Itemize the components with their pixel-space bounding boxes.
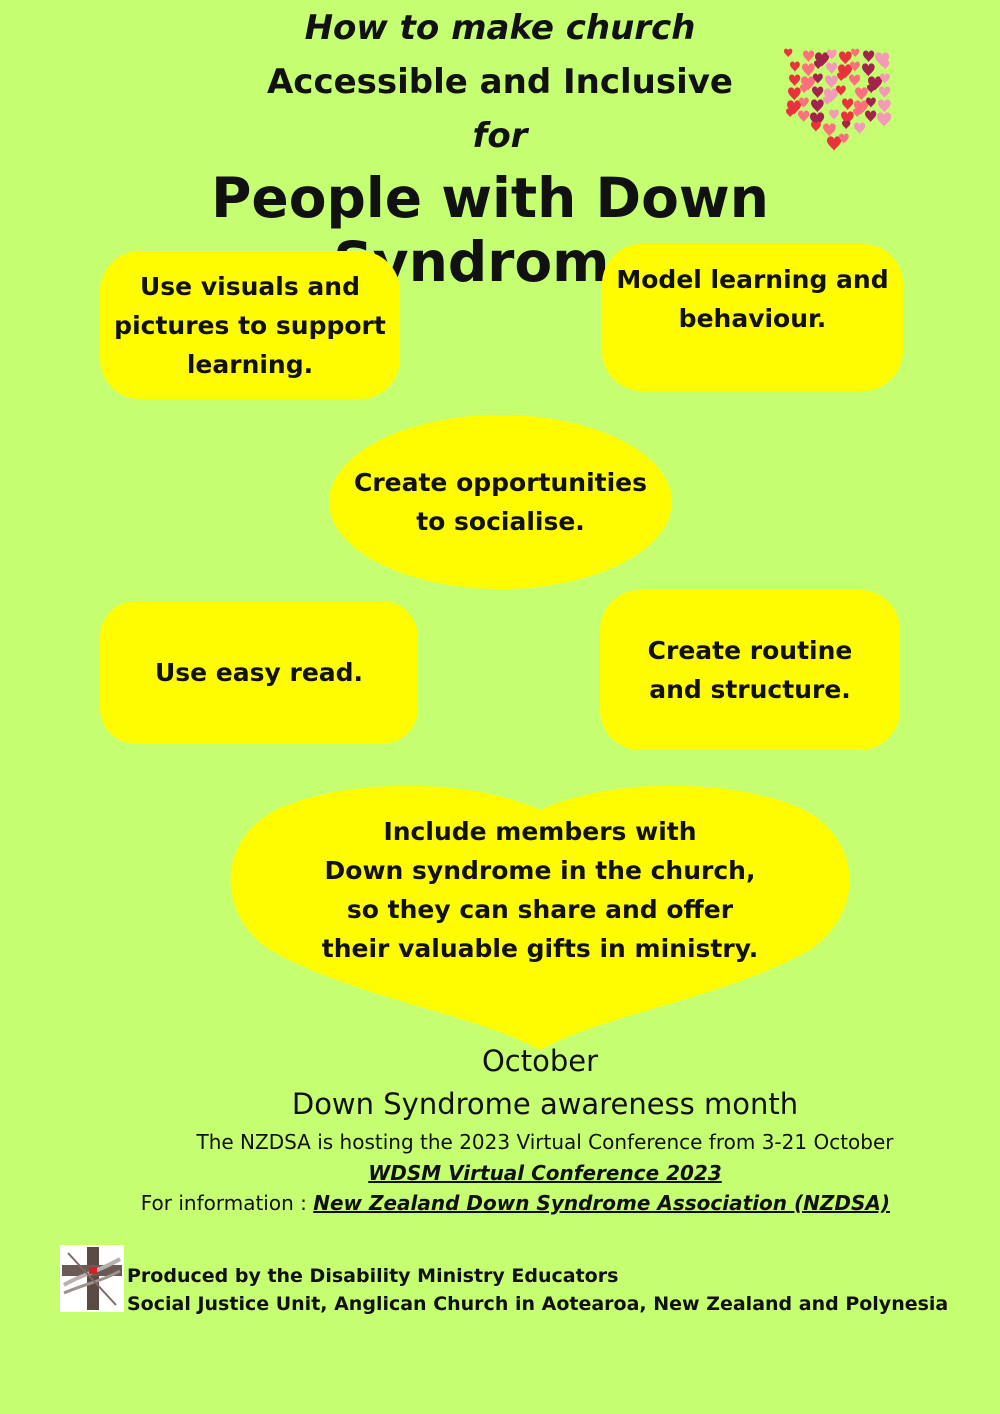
producer-credits: Produced by the Disability Ministry Educ… bbox=[127, 1262, 948, 1318]
tip-easy-read: Use easy read. bbox=[100, 601, 418, 744]
subtitle-line-3: for bbox=[472, 116, 528, 156]
tip-use-visuals: Use visuals and pictures to support lear… bbox=[100, 251, 400, 399]
october-heading: October bbox=[481, 1044, 599, 1078]
tip-include-members: Include members with Down syndrome in th… bbox=[321, 817, 759, 963]
awareness-month: Down Syndrome awareness month bbox=[291, 1087, 799, 1121]
anglican-cross-logo-icon bbox=[60, 1245, 124, 1312]
hearts-cluster-icon bbox=[784, 48, 892, 152]
social-justice-unit: Social Justice Unit, Anglican Church in … bbox=[127, 1293, 949, 1315]
subtitle-line-1: How to make church bbox=[304, 8, 696, 48]
nzdsa-link[interactable]: New Zealand Down Syndrome Association (N… bbox=[313, 1191, 890, 1215]
tip-model-learning: Model learning and behaviour. bbox=[602, 244, 903, 391]
conference-text: The NZDSA is hosting the 2023 Virtual Co… bbox=[196, 1130, 894, 1154]
wdsm-conference-link[interactable]: WDSM Virtual Conference 2023 bbox=[368, 1161, 722, 1185]
page-title: People with Down Syndrome bbox=[211, 166, 769, 294]
info-label: For information : bbox=[140, 1191, 314, 1215]
heart-shape bbox=[230, 785, 850, 1050]
tip-routine: Create routine and structure. bbox=[600, 590, 900, 750]
produced-by: Produced by the Disability Ministry Educ… bbox=[127, 1265, 619, 1287]
tip-socialise: Create opportunities to socialise. bbox=[329, 415, 672, 589]
info-line: For information : New Zealand Down Syndr… bbox=[60, 1191, 890, 1215]
subtitle-line-2: Accessible and Inclusive bbox=[266, 62, 733, 102]
